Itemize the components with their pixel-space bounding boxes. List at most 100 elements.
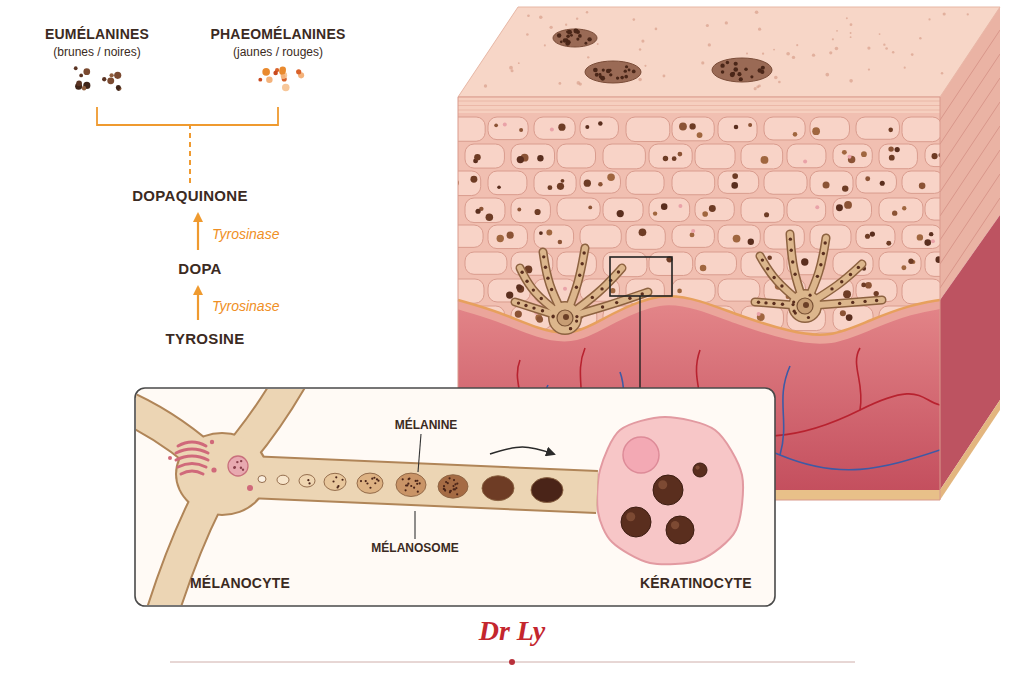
- melanin-granule: [880, 181, 885, 186]
- epidermis: [458, 97, 940, 335]
- melanosome-dot: [838, 302, 841, 305]
- melanin-granule: [450, 184, 454, 188]
- melanin-granule: [917, 234, 923, 240]
- melanosome-dot: [766, 267, 769, 270]
- melanin-granule: [404, 489, 406, 491]
- melanosome-dot: [822, 252, 825, 255]
- melanin-granule: [360, 480, 362, 482]
- melanin-granule: [957, 132, 961, 136]
- melanosome-dot: [551, 315, 554, 318]
- cell-vesicle: [803, 160, 807, 164]
- skin-pore: [778, 81, 781, 84]
- endosome-dot: [242, 468, 244, 470]
- skin-pore: [868, 68, 870, 70]
- melanin-granule: [517, 208, 521, 212]
- melanin-dot: [616, 76, 619, 79]
- melanin-granule: [371, 478, 373, 480]
- melanin-granule: [767, 255, 772, 260]
- melanin-granule: [486, 213, 494, 221]
- melanosome-dot: [793, 310, 796, 313]
- epidermal-cell: [948, 279, 989, 303]
- epidermal-cell: [649, 198, 690, 221]
- epidermal-cell: [741, 198, 784, 222]
- melanin-granule: [517, 156, 524, 163]
- melanin-dot: [734, 62, 738, 66]
- skin-pore: [850, 32, 852, 34]
- skin-pore: [758, 85, 761, 88]
- melanin-granule: [557, 183, 564, 190]
- part-label: MÉLANOSOME: [360, 541, 470, 556]
- node-heading: KÉRATINOCYTE: [640, 575, 770, 592]
- epidermal-cell: [557, 144, 596, 168]
- melanosome-dot: [544, 266, 547, 269]
- melanin-granule: [454, 483, 456, 485]
- pigment-granule: [79, 74, 83, 78]
- corneum-line: [458, 105, 940, 106]
- melanosome-dot: [789, 237, 792, 240]
- melanin-granule: [861, 151, 867, 157]
- melanin-granule: [537, 155, 543, 161]
- melanosome-dot: [617, 270, 620, 273]
- melanosome-dot: [851, 301, 854, 304]
- melanin-granule: [902, 206, 906, 210]
- melanin-granule: [748, 123, 752, 127]
- melanin-dot: [620, 76, 624, 80]
- melanosome-dot: [591, 296, 594, 299]
- skin-pore: [755, 10, 759, 14]
- skin-pore: [633, 18, 636, 21]
- epidermal-cell: [925, 198, 965, 220]
- enzyme-label: Tyrosinase: [212, 297, 279, 315]
- epidermal-cell: [718, 225, 760, 248]
- melanin-granule: [402, 478, 404, 480]
- melanin-granule: [702, 211, 708, 217]
- epidermal-cell: [718, 171, 759, 193]
- melanosome-dot: [615, 301, 618, 304]
- melanin-granule: [369, 487, 371, 489]
- melanin-granule: [416, 483, 418, 485]
- melanosome-dot: [520, 271, 523, 274]
- pigment-granule: [102, 77, 106, 81]
- node-subtitle: (jaunes / rouges): [200, 45, 356, 60]
- melanin-granule: [969, 343, 974, 348]
- melanin-granule: [672, 156, 677, 161]
- skin-pore: [911, 53, 914, 56]
- melanin-granule: [443, 488, 445, 490]
- melanin-granule: [617, 210, 624, 217]
- melanin-granule: [494, 123, 498, 127]
- melanin-granule: [793, 132, 798, 137]
- cell-vesicle: [815, 205, 819, 209]
- melanin-granule: [840, 310, 846, 316]
- phaeomelanin-granules: [258, 66, 304, 91]
- melanosome-dot: [542, 255, 545, 258]
- melanin-granule: [455, 487, 457, 489]
- melanin-dot: [599, 73, 602, 76]
- transferred-melanosome: [653, 475, 683, 505]
- pigment-granule: [76, 80, 82, 86]
- melanosome-dot: [580, 262, 583, 265]
- pigment-granule: [281, 74, 286, 79]
- melanin-granule: [497, 235, 504, 242]
- melanin-granule: [888, 146, 893, 151]
- pigment-type: EUMÉLANINES(brunes / noires): [22, 26, 172, 106]
- epidermal-cell: [534, 117, 575, 139]
- melanosome-dot: [569, 327, 572, 330]
- skin-pore: [544, 44, 546, 46]
- endosome-dot: [234, 466, 236, 468]
- transferred-melanosome: [693, 463, 707, 477]
- skin-pore: [746, 53, 748, 55]
- epidermal-cell: [488, 171, 527, 195]
- epidermal-cell: [465, 198, 505, 223]
- cell-line: [940, 30, 1000, 120]
- skin-pore: [558, 82, 561, 85]
- skin-pore: [849, 79, 853, 83]
- epidermal-cell: [603, 144, 645, 169]
- pigment-granule: [258, 78, 262, 82]
- skin-pore: [511, 69, 514, 72]
- skin-pore: [867, 46, 870, 49]
- melanosome-dot: [780, 284, 783, 287]
- melanocyte-body: [790, 291, 821, 322]
- epidermal-cell: [741, 144, 783, 169]
